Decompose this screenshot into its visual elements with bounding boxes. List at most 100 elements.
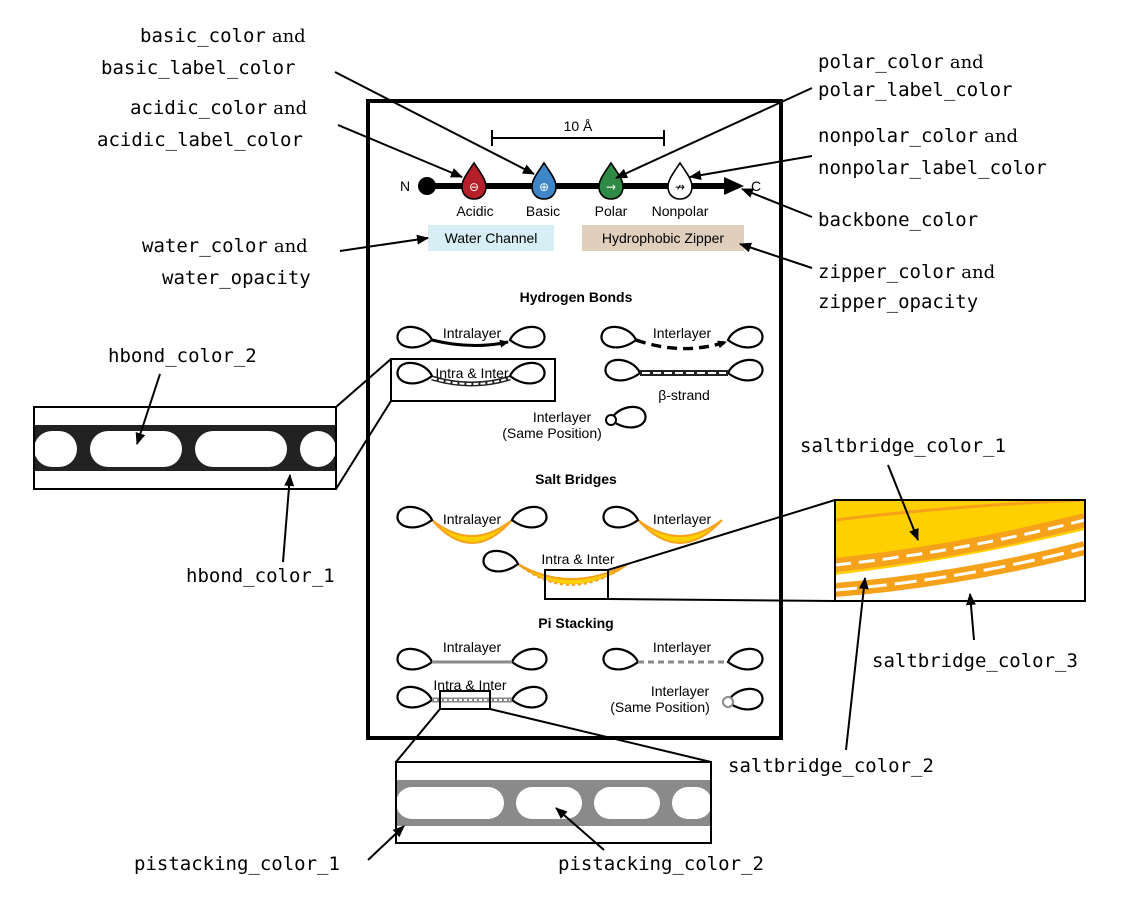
polar-symbol: →	[606, 180, 616, 194]
callout-hbond-2-label: hbond_color_2	[108, 345, 257, 367]
saltbridge-interlayer: Interlayer	[602, 505, 723, 544]
callout-water-2: water_opacity	[162, 267, 311, 289]
pistacking-intralayer: Intralayer	[396, 639, 548, 671]
legend-frame	[366, 99, 783, 740]
callout-acidic-1: acidic_color	[130, 97, 267, 119]
water-channel-label: Water Channel	[445, 230, 538, 246]
pistacking-intra-inter-label: Intra & Inter	[433, 677, 506, 693]
callout-saltbridge-3: saltbridge_color_3	[872, 593, 1078, 672]
pistacking-same-position: Interlayer (Same Position)	[610, 683, 764, 715]
callout-saltbridge-2-label: saltbridge_color_2	[728, 755, 934, 777]
callout-basic-1: basic_color	[140, 25, 266, 47]
acidic-symbol: ⊖	[469, 180, 479, 194]
callout-polar-1: polar_color	[818, 51, 944, 73]
residue-drop-icon	[461, 161, 487, 200]
callout-pistacking-1-label: pistacking_color_1	[134, 853, 340, 875]
callout-hbond-1-label: hbond_color_1	[186, 565, 335, 587]
hydrophobic-zipper-box	[582, 225, 744, 251]
hbond-same-pos-label-1: Interlayer	[533, 409, 592, 425]
scale-bar: 10 Å	[491, 118, 665, 146]
hbond-intra-inter: Intra & Inter	[396, 361, 546, 387]
callout-hbond-2: hbond_color_2	[108, 345, 257, 445]
callout-and: and	[961, 262, 995, 283]
c-terminus-label: C	[751, 178, 761, 194]
residue-nonpolar: ↛ Nonpolar	[652, 161, 709, 219]
callout-acidic-2: acidic_label_color	[97, 129, 303, 151]
hydrophobic-zipper-label: Hydrophobic Zipper	[602, 230, 725, 246]
pistacking-interlayer-label: Interlayer	[653, 639, 712, 655]
callout-and: and	[984, 126, 1018, 147]
callout-and: and	[272, 26, 306, 47]
callout-basic-2: basic_label_color	[101, 57, 295, 79]
pistacking-same-pos-label-1: Interlayer	[651, 683, 710, 699]
nonpolar-label: Nonpolar	[652, 203, 709, 219]
callout-saltbridge-1: saltbridge_color_1	[800, 435, 1006, 541]
callout-hbond-1: hbond_color_1	[186, 474, 335, 587]
acidic-label: Acidic	[456, 203, 493, 219]
callout-saltbridge-2: saltbridge_color_2	[728, 577, 934, 777]
n-terminus-label: N	[400, 178, 410, 194]
residue-acidic: ⊖ Acidic	[456, 161, 494, 219]
callout-pistacking-2: pistacking_color_2	[555, 807, 764, 875]
pistacking-zoom-panel	[395, 708, 712, 844]
pistacking-same-pos-label-2: (Same Position)	[610, 699, 710, 715]
callout-nonpolar-1: nonpolar_color	[818, 125, 978, 147]
basic-symbol: ⊕	[539, 180, 549, 194]
hbond-intralayer-label: Intralayer	[443, 325, 502, 341]
water-channel-box	[428, 225, 554, 251]
pistacking-zoom-source	[439, 690, 491, 710]
hbond-beta-strand: β-strand	[604, 358, 764, 403]
saltbridge-intralayer-label: Intralayer	[443, 511, 502, 527]
callout-backbone-label: backbone_color	[818, 209, 978, 231]
pistacking-intralayer-label: Intralayer	[443, 639, 502, 655]
saltbridge-intra-inter-label: Intra & Inter	[541, 551, 614, 567]
callout-backbone: backbone_color	[741, 188, 978, 231]
hbonds-title: Hydrogen Bonds	[520, 289, 633, 305]
nonpolar-symbol: ↛	[675, 180, 685, 194]
pistacking-title: Pi Stacking	[538, 615, 613, 631]
callout-polar: polar_color and polar_label_color	[615, 51, 1012, 179]
callout-water: water_color and water_opacity	[142, 234, 429, 289]
callout-nonpolar: nonpolar_color and nonpolar_label_color	[689, 125, 1047, 181]
residue-basic: ⊕ Basic	[526, 161, 560, 219]
scale-label: 10 Å	[564, 118, 593, 134]
pistacking-intra-inter: Intra & Inter	[396, 677, 548, 709]
hbond-zoom-panel	[33, 358, 392, 490]
callout-nonpolar-2: nonpolar_label_color	[818, 157, 1047, 179]
saltbridge-interlayer-label: Interlayer	[653, 511, 712, 527]
saltbridge-intralayer: Intralayer	[396, 505, 548, 544]
hbond-same-pos-label-2: (Same Position)	[502, 425, 602, 441]
hbond-same-position: Interlayer (Same Position)	[502, 405, 647, 441]
callout-saltbridge-3-label: saltbridge_color_3	[872, 650, 1078, 672]
residue-drop-icon	[667, 161, 693, 200]
hbond-interlayer-label: Interlayer	[653, 325, 712, 341]
hbond-intra-inter-label: Intra & Inter	[435, 365, 508, 381]
callout-saltbridge-1-label: saltbridge_color_1	[800, 435, 1006, 457]
saltbridge-zoom-source	[544, 569, 609, 600]
callout-polar-2: polar_label_color	[818, 79, 1012, 101]
callout-and: and	[274, 236, 308, 257]
residue-drop-icon	[531, 161, 557, 200]
callout-water-1: water_color	[142, 235, 268, 257]
callout-pistacking-2-label: pistacking_color_2	[558, 853, 764, 875]
callout-zipper-1: zipper_color	[818, 261, 955, 283]
hbond-zoom-source	[390, 358, 556, 402]
polar-label: Polar	[595, 203, 628, 219]
callout-zipper-2: zipper_opacity	[818, 291, 978, 313]
beta-strand-label: β-strand	[658, 387, 710, 403]
callout-basic: basic_color and basic_label_color	[101, 25, 535, 175]
pistacking-interlayer: Interlayer	[602, 639, 764, 671]
callout-pistacking-1: pistacking_color_1	[134, 825, 405, 875]
hbond-interlayer: Interlayer	[600, 325, 764, 351]
saltbridges-title: Salt Bridges	[535, 471, 617, 487]
callout-and: and	[950, 52, 984, 73]
hbond-intralayer: Intralayer	[396, 325, 546, 349]
